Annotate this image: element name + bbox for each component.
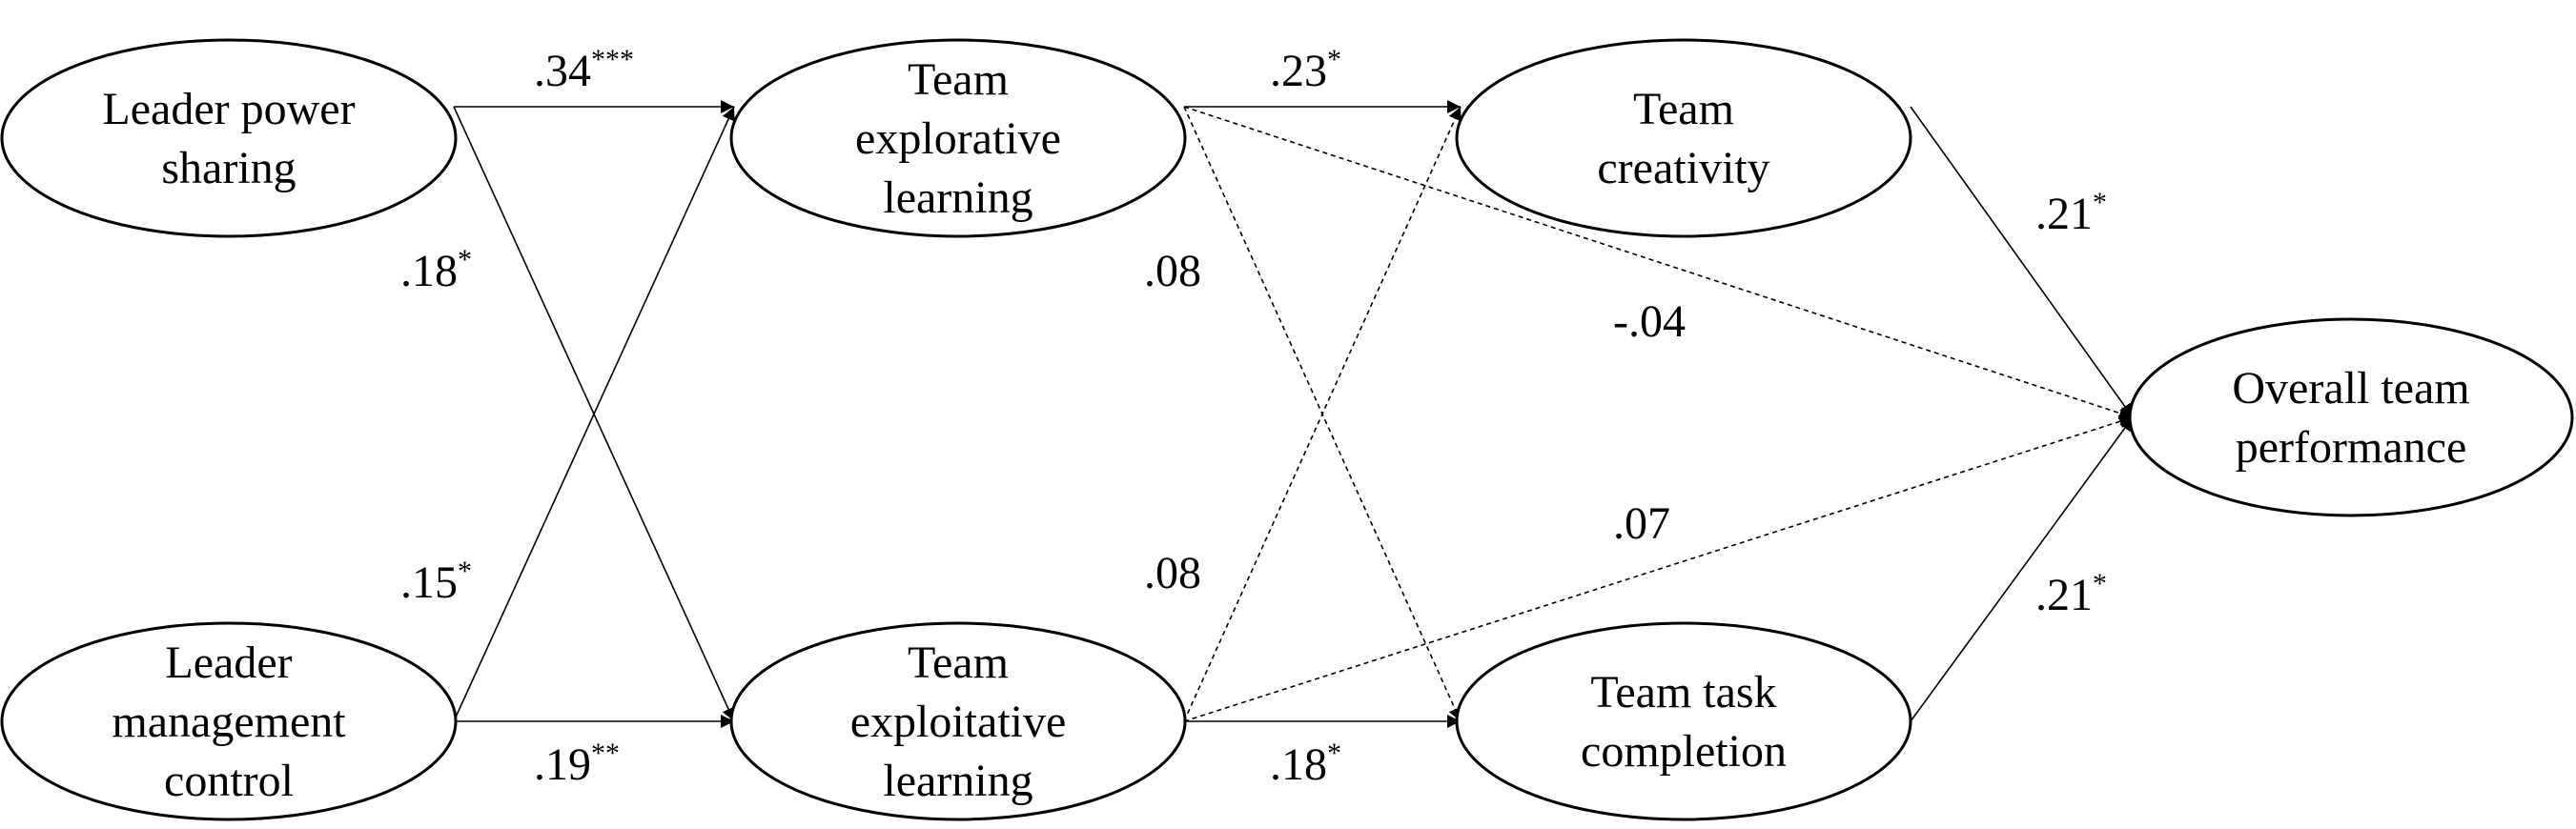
coef-label-lps-texp: .34*** [534,44,634,96]
node-ellipse [0,38,458,238]
coef-value: .34 [534,46,591,96]
node-ellipse [729,38,1187,238]
significance-stars: ** [591,738,620,769]
coef-value: .18 [1270,739,1327,790]
coefficient-labels: .34***.18*.15*.19**.23*.08-.04.08.18*.07… [400,44,2107,790]
node-ellipse [1455,621,1912,821]
node-label-line: management [112,697,346,747]
coef-label-lmc-texp: .15* [400,556,472,608]
coef-value: .15 [400,557,458,608]
node-ellipse [0,621,458,821]
node-ellipse [2128,317,2574,517]
coef-label-tcre-perf: .21* [2035,187,2107,239]
node-label-line: Team [1633,84,1734,134]
significance-stars: * [458,244,472,275]
edge-lmc-texp [453,106,735,722]
coef-label-texp-tcre: .23* [1270,44,1341,96]
node-ellipse [729,621,1187,821]
node-ttask: Team task completion [1455,621,1912,821]
node-label-line: Team task [1590,667,1776,718]
node-label-line: learning [883,172,1032,223]
node-ellipse [1455,38,1912,238]
significance-stars: * [2093,568,2107,599]
node-tcre: Team creativity [1455,38,1912,238]
significance-stars: * [458,556,472,587]
coef-value: .08 [1144,246,1201,296]
coef-label-texploit-perf: .07 [1613,498,1670,549]
node-label-line: explorative [855,113,1061,164]
coef-label-texploit-ttask: .18* [1270,738,1341,790]
node-label-line: performance [2236,422,2467,473]
node-label-line: Leader power [102,84,355,134]
coef-label-texploit-tcre: .08 [1144,548,1201,598]
edge-ttask-perf [1910,416,2134,722]
edge-texploit-perf [1183,414,2134,722]
significance-stars: * [1327,44,1341,75]
coef-label-texp-ttask: .08 [1144,246,1201,296]
node-lps: Leader power sharing [0,38,458,238]
node-label-line: creativity [1597,143,1769,193]
edge-texp-perf [1183,106,2134,420]
node-label-line: Overall team [2232,363,2469,414]
node-texploit: Team exploitative learning [729,621,1187,821]
edge-texploit-tcre [1183,106,1462,722]
significance-stars: *** [591,44,634,75]
coef-value: .18 [400,246,458,296]
coef-label-lps-texploit: .18* [400,244,472,296]
coef-value: .21 [2035,570,2093,620]
node-label-line: Leader [165,637,292,688]
node-label-line: sharing [161,143,296,193]
node-label-line: completion [1581,726,1787,777]
node-label-line: Team [908,637,1009,688]
node-label-line: learning [883,756,1032,806]
node-label-line: Team [908,54,1009,105]
coef-value: .21 [2035,189,2093,239]
coef-value: .19 [534,739,591,790]
node-texp: Team explorative learning [729,38,1187,238]
edge-tcre-perf [1910,106,2134,418]
coef-label-lmc-texploit: .19** [534,738,620,790]
significance-stars: * [2093,187,2107,218]
significance-stars: * [1327,738,1341,769]
edges [453,100,2134,728]
node-lmc: Leader management control [0,621,458,821]
coef-value: .08 [1144,548,1201,598]
coef-value: -.04 [1613,296,1686,347]
coef-label-ttask-perf: .21* [2035,568,2107,620]
coef-value: .23 [1270,46,1327,96]
coef-label-texp-perf: -.04 [1613,296,1686,347]
node-perf: Overall team performance [2128,317,2574,517]
node-label-line: control [164,756,294,806]
coef-value: .07 [1613,498,1670,549]
node-label-line: exploitative [850,697,1067,747]
